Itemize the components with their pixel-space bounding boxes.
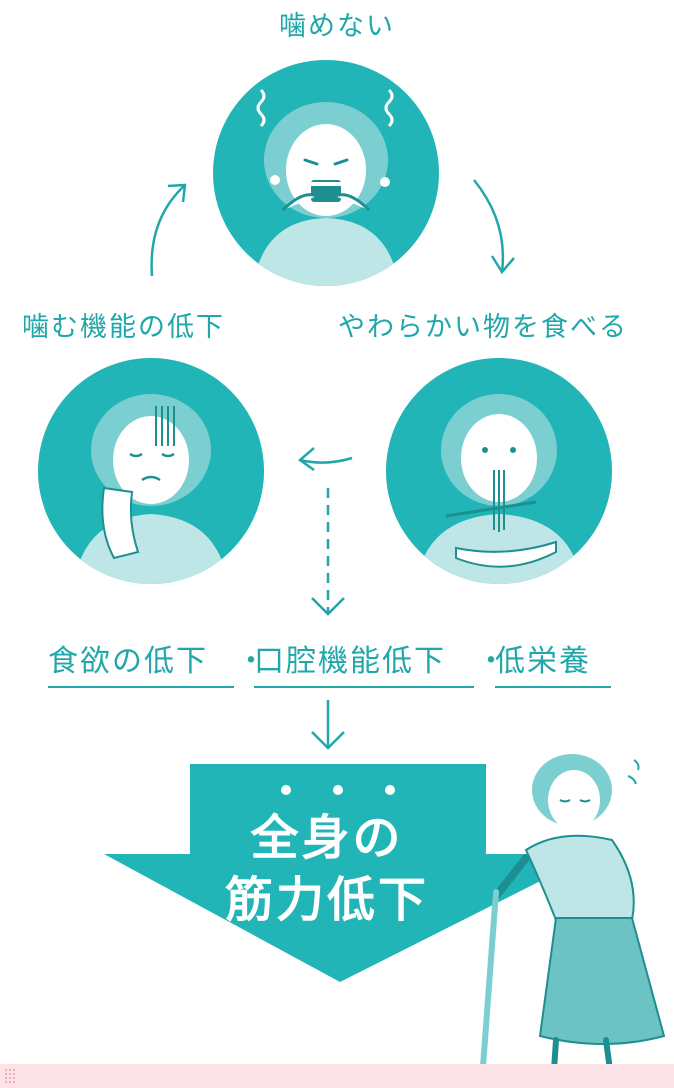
result-line-2: 筋力低下 [224,872,429,928]
arrow-middle-left [299,456,353,464]
result-line-1: 全身の [250,810,404,866]
label-cannot-chew: 噛めない [279,11,395,42]
label-eat-soft-food: やわらかい物を食べる [338,312,628,343]
cause-oral-function-decline: 口腔機能低下 [254,644,446,679]
arrow-left-up [150,185,185,277]
underline-3 [495,686,611,688]
illustration-chewing-decline [38,358,264,584]
arrow-right-down [473,179,505,273]
separator-2: ・ [476,644,506,679]
cause-appetite-decline: 食欲の低下 [48,644,208,679]
illustration-eating-soft-food [386,358,612,584]
bottom-band [0,1064,674,1088]
underline-2 [254,686,474,688]
underline-1 [48,686,234,688]
dot-pattern [4,1068,16,1084]
label-chewing-decline: 噛む機能の低下 [22,312,225,343]
illustration-cannot-chew [213,60,439,286]
causes-row: 食欲の低下 ・ 口腔機能低下 ・ 低栄養 [48,636,628,692]
cause-malnutrition: 低栄養 [495,644,591,679]
separator-1: ・ [236,644,266,679]
